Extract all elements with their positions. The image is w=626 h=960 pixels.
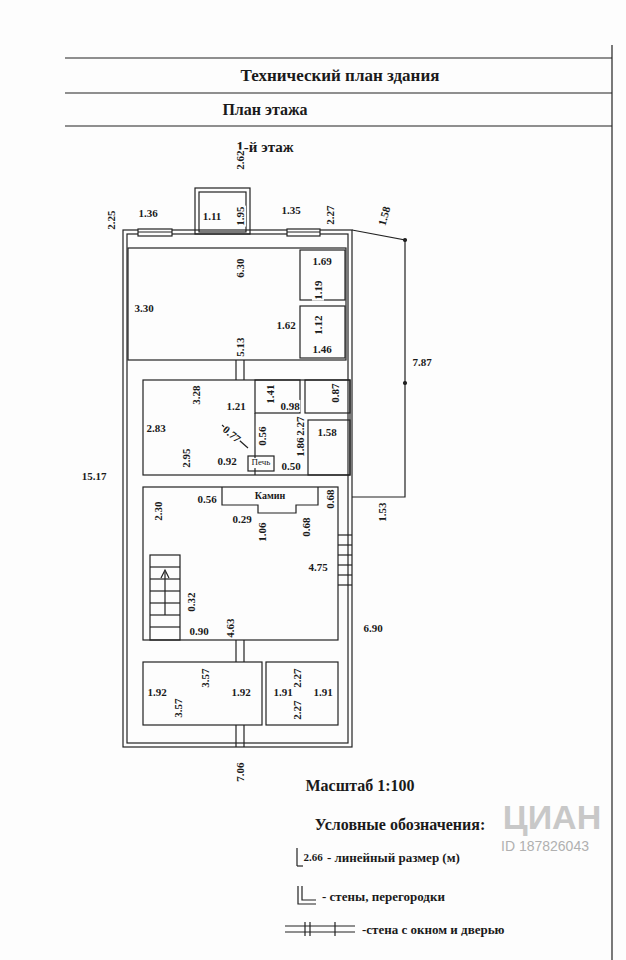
dimension-label: 0.68 (324, 488, 336, 509)
dimension-label: 2.27 (291, 667, 303, 688)
dimension-label: 15.17 (81, 470, 108, 482)
dimension-label: 2.27 (324, 204, 336, 225)
dimension-label: 1.53 (376, 501, 388, 522)
dimension-label: 1.92 (146, 686, 167, 698)
dimension-label: 0.32 (185, 591, 197, 612)
dimension-label: 1.69 (311, 255, 332, 267)
dimension-label: 0.92 (216, 455, 237, 467)
dimension-label: 0.98 (279, 400, 300, 412)
legend-text: -стена с окном и дверью (362, 923, 505, 937)
legend-text: - линейный размер (м) (327, 851, 460, 865)
dimension-label: 0.56 (256, 425, 268, 446)
dimension-label: 2.95 (180, 447, 192, 468)
dimension-label: 2.27 (291, 699, 303, 720)
dimension-label: 0.50 (280, 460, 301, 472)
dimension-label: 2.27 (294, 415, 306, 436)
dimension-label: 1.21 (225, 400, 246, 412)
watermark: ID 187826043 (501, 839, 589, 854)
dimension-label: 1.86 (294, 436, 306, 457)
dimension-label: 4.75 (307, 561, 328, 573)
dimension-label: 2.83 (145, 422, 166, 434)
dimension-label: 3.30 (133, 302, 154, 314)
dimension-label: 1.35 (280, 204, 301, 216)
dimension-label: 6.90 (362, 622, 383, 634)
heading: План этажа (222, 101, 307, 119)
sheet-title: Технический план здания (241, 67, 440, 86)
dimension-label: 5.13 (234, 336, 246, 357)
dimension-label: 0.29 (231, 513, 252, 525)
dimension-label: 1.06 (256, 521, 268, 542)
dimension-label: 6.30 (234, 257, 246, 278)
dimension-label: 0.90 (188, 625, 209, 637)
dimension-label: 7.06 (234, 761, 246, 782)
dimension-label: 2.62 (234, 149, 246, 170)
dimension-label: 7.87 (411, 356, 432, 368)
dimension-label: 3.57 (199, 667, 211, 688)
dimension-label: 1.12 (312, 314, 324, 335)
dimension-label: 2.25 (105, 209, 117, 230)
dimension-label: 1.11 (202, 210, 223, 222)
watermark: ЦИАН (503, 799, 601, 836)
dimension-label: 1.58 (316, 426, 337, 438)
dimension-label: 1.46 (311, 343, 332, 355)
dimension-label: Печь (251, 458, 272, 468)
dimension-label: 4.63 (224, 617, 236, 638)
dimension-label: 0.87 (329, 382, 341, 403)
dimension-label: Камин (254, 490, 286, 501)
scale-note: Масштаб 1:100 (305, 777, 414, 795)
dimension-label: 2.30 (152, 500, 164, 521)
dimension-label: 1.92 (230, 686, 251, 698)
dimension-label: 1.19 (312, 279, 324, 300)
dimension-label: 1.58 (375, 204, 392, 228)
dimension-label: 3.28 (190, 384, 202, 405)
dimension-label: 1.36 (137, 207, 158, 219)
dimension-label: 3.57 (172, 697, 184, 718)
dimension-label: 1.62 (275, 319, 296, 331)
dimension-label: 0.56 (196, 493, 217, 505)
dimension-label: 0.68 (300, 516, 312, 537)
dimension-label: 1.95 (234, 205, 246, 226)
legend-heading: Условные обозначения: (315, 816, 486, 834)
legend-sample-label: 2.66 (303, 851, 322, 863)
dimension-label: 1.41 (264, 383, 276, 404)
dimension-label: 1.91 (312, 686, 333, 698)
legend-text: - стены, перегородки (322, 890, 445, 904)
